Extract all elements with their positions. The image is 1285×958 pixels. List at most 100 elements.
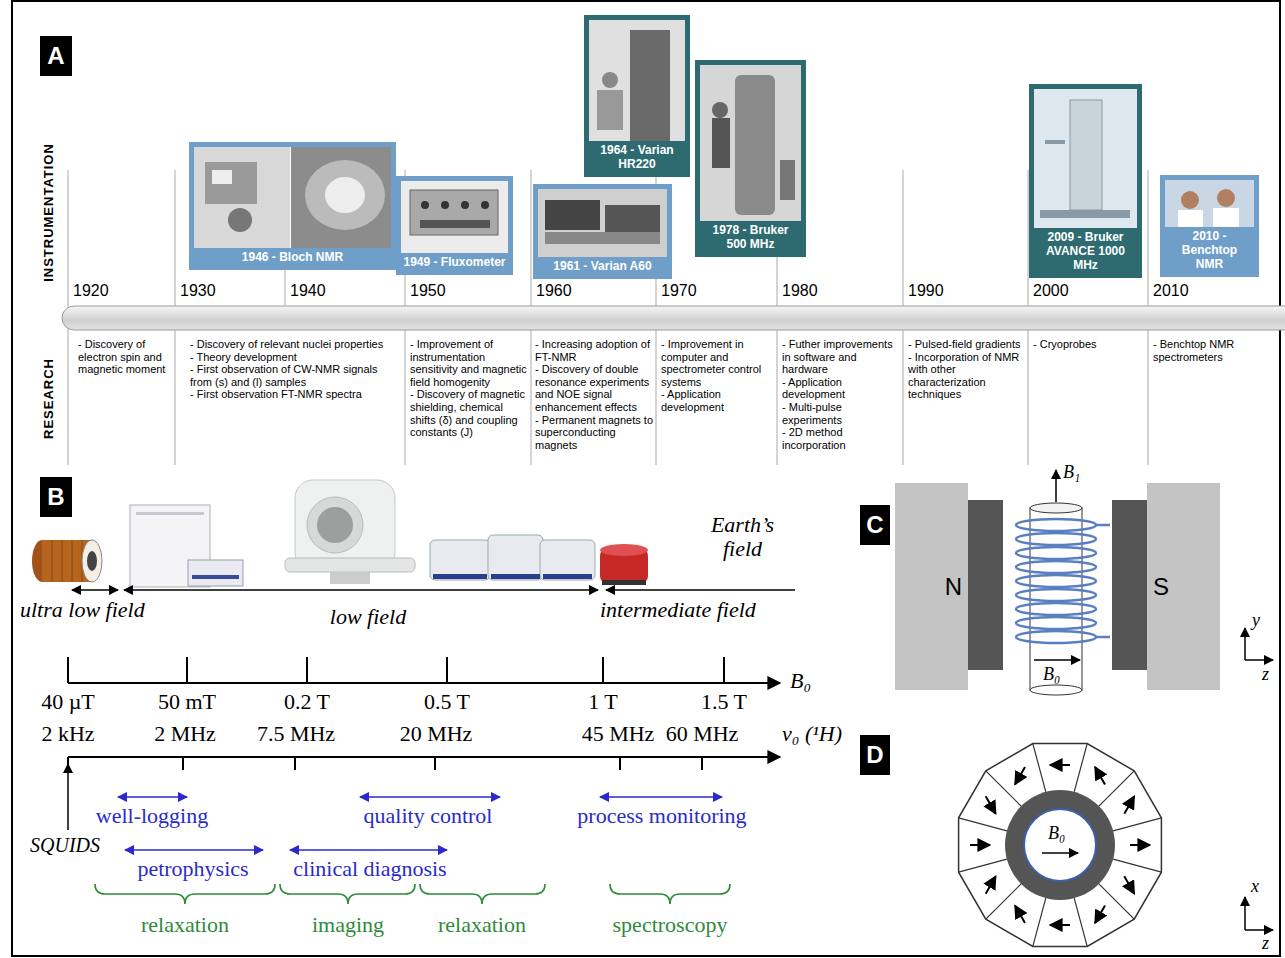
application-label: petrophysics — [137, 856, 248, 882]
vector-label: y — [1252, 610, 1260, 631]
field-vector — [1245, 659, 1273, 661]
instrument-photo-box: 2009 - Bruker AVANCE 1000 MHz — [1029, 84, 1142, 278]
instrument-caption: 1961 - Varian A60 — [538, 257, 667, 274]
field-range-arrow — [606, 589, 795, 591]
halbach-array — [959, 744, 1162, 947]
application-range-arrow — [290, 849, 447, 851]
halbach-array — [1113, 818, 1161, 831]
research-milestone: - First observation of CW-NMR signals fr… — [190, 363, 400, 388]
magnet-setup — [968, 500, 1003, 670]
instrument-caption: 2009 - Bruker AVANCE 1000 MHz — [1034, 228, 1137, 273]
magnet-setup — [1030, 503, 1082, 513]
instrument-caption: 1964 - Varian HR220 — [589, 141, 685, 172]
device-illustration — [330, 572, 370, 584]
timeline-year: 2000 — [1033, 282, 1069, 300]
halbach-array — [986, 796, 996, 813]
panel-axis-title: INSTRUMENTATION — [41, 143, 56, 282]
frequency-axis — [294, 757, 296, 770]
research-column: - Improvement in computer and spectromet… — [661, 338, 773, 414]
rf-coil — [1016, 519, 1096, 531]
instrument-photo — [305, 160, 385, 230]
instrument-photo — [780, 160, 795, 200]
field-range-arrow — [72, 589, 795, 591]
timeline-year: 2010 — [1153, 282, 1189, 300]
axis-tick-label: 2 MHz — [154, 721, 216, 747]
frequency-axis — [68, 756, 780, 758]
frequency-axis — [701, 757, 703, 770]
research-column: - Benchtop NMR spectrometers — [1153, 338, 1268, 363]
frequency-axis — [68, 757, 780, 770]
instrument-photo — [545, 200, 600, 230]
instrument-photo — [1217, 189, 1235, 207]
application-label: process monitoring — [577, 803, 746, 829]
device-illustration — [32, 480, 648, 587]
instrument-photo — [401, 181, 508, 270]
timeline-year: 1940 — [290, 282, 326, 300]
application-label: quality control — [364, 803, 493, 829]
instrument-photo — [212, 170, 232, 184]
research-column: - Increasing adoption of FT-NMR- Discove… — [535, 338, 653, 451]
halbach-array — [1130, 844, 1150, 846]
device-illustration — [602, 580, 646, 585]
halbach-array — [986, 771, 1021, 806]
field-regime-label: low field — [330, 604, 406, 630]
research-milestone: - Improvement of instrumentation sensiti… — [410, 338, 528, 388]
field-axis — [186, 657, 188, 683]
instrument-photo — [421, 201, 429, 209]
halbach-array — [1042, 853, 1273, 930]
halbach-array — [1042, 852, 1078, 854]
method-brace — [610, 884, 730, 904]
device-illustration — [52, 540, 53, 582]
instrument-photo — [481, 201, 489, 209]
halbach-array — [1074, 744, 1087, 792]
panel-letter: A — [40, 36, 72, 76]
panel-letter-text: D — [866, 741, 883, 769]
rf-coil — [1096, 636, 1110, 639]
axis-tick-label: 7.5 MHz — [257, 721, 335, 747]
instrument-photo — [712, 118, 730, 168]
frequency-axis — [182, 757, 184, 770]
halbach-array — [959, 859, 1007, 872]
research-milestone: - Permanent magnets to superconducting m… — [535, 414, 653, 452]
halbach-array — [1033, 744, 1046, 792]
instrument-photo — [420, 220, 490, 228]
timeline-year: 1990 — [908, 282, 944, 300]
halbach-array — [1050, 764, 1070, 766]
timeline-year: 1970 — [661, 282, 697, 300]
research-milestone: - Futher improvements in software and ha… — [782, 338, 900, 376]
vector-label: B₁ — [1063, 462, 1080, 483]
rf-coil — [1096, 524, 1110, 527]
axis-label: B₀ — [790, 668, 811, 694]
halbach-array — [1095, 767, 1105, 784]
field-regime-label: intermediate field — [600, 597, 756, 623]
device-illustration — [491, 574, 540, 579]
instrument-photo — [712, 102, 728, 118]
field-axis — [67, 657, 69, 683]
instrument-photo — [630, 30, 670, 145]
vector-label: B₀ — [1048, 823, 1065, 844]
halbach-array — [1024, 809, 1096, 881]
device-illustration — [72, 540, 73, 582]
instrument-photo — [325, 177, 365, 213]
application-range-arrow — [125, 849, 263, 851]
instrument-photo — [1165, 180, 1254, 272]
instrument-photo — [1045, 140, 1065, 144]
instrument-photo — [538, 189, 667, 274]
field-axis — [723, 657, 725, 683]
field-range-arrow — [124, 589, 598, 591]
halbach-array — [959, 744, 1273, 947]
instrument-photo-box: 1978 - Bruker 500 MHz — [695, 60, 806, 257]
timeline-year: 1930 — [180, 282, 216, 300]
halbach-array — [1015, 767, 1025, 784]
instrument-photo — [1181, 191, 1199, 209]
device-illustration — [285, 558, 415, 572]
instrument-caption: 1978 - Bruker 500 MHz — [700, 221, 801, 252]
instrument-photo — [597, 90, 623, 130]
instrument-photo — [735, 75, 775, 215]
timeline-year: 1950 — [410, 282, 446, 300]
research-column: - Pulsed-field gradients- Incorporation … — [908, 338, 1023, 401]
instrument-caption: 1946 - Bloch NMR — [194, 248, 391, 265]
research-milestone: - First observation FT-NMR spectra — [190, 388, 400, 401]
research-milestone: - Pulsed-field gradients — [908, 338, 1023, 351]
research-milestone: - Improvement in computer and spectromet… — [661, 338, 773, 388]
